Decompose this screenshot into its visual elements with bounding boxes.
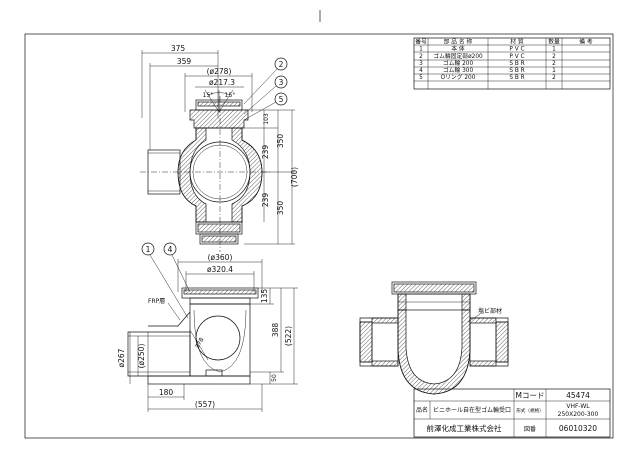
bottom-view: (ø360) ø320.4 378 FRP層 ø267 (ø250) bbox=[117, 242, 298, 412]
angle-15-right: 15° bbox=[225, 92, 236, 99]
svg-text:5: 5 bbox=[279, 95, 284, 104]
parts-table: 番号 部 品 名 称 材 質 数量 備 考 1 本 体 P V C 1 2 ゴム… bbox=[413, 38, 611, 90]
title-block: Mコード 45474 品名 ビニホール自在型ゴム輪受口 形式（規格） VHF-W… bbox=[413, 388, 611, 438]
drawing-border bbox=[24, 33, 614, 439]
table-header-material: 材 質 bbox=[510, 38, 524, 46]
dim-522: (522) bbox=[284, 326, 293, 346]
svg-text:4: 4 bbox=[168, 245, 173, 254]
company-name: 前澤化成工業株式会社 bbox=[427, 423, 502, 433]
callout-1: 1 bbox=[141, 242, 189, 319]
dim-239-upper: 239 bbox=[261, 145, 270, 160]
model-value-1: VHF-WL bbox=[566, 403, 590, 410]
product-name-value: ビニホール自在型ゴム輪受口 bbox=[433, 406, 511, 414]
table-header-no: 番号 bbox=[415, 39, 427, 46]
callout-2: 2 bbox=[243, 57, 288, 105]
dim-350-lower: 350 bbox=[276, 201, 285, 216]
callout-3: 3 bbox=[243, 75, 288, 115]
svg-text:5: 5 bbox=[419, 75, 423, 81]
mcode-value: 45474 bbox=[566, 391, 590, 400]
svg-text:ゴム輪固定部ø200: ゴム輪固定部ø200 bbox=[433, 52, 483, 60]
svg-text:2: 2 bbox=[279, 60, 284, 69]
dim-r378: 378 bbox=[194, 336, 206, 350]
dim-180: 180 bbox=[159, 388, 174, 397]
dim-375: 375 bbox=[171, 44, 186, 53]
product-name-label: 品名 bbox=[416, 406, 428, 414]
svg-text:2: 2 bbox=[419, 54, 423, 60]
dim-d217: ø217.3 bbox=[209, 78, 235, 87]
svg-text:1: 1 bbox=[552, 47, 556, 53]
dim-50: 50 bbox=[271, 374, 278, 382]
dim-d320: ø320.4 bbox=[207, 265, 233, 274]
dim-700: (700) bbox=[290, 167, 299, 187]
dim-d267: ø267 bbox=[117, 348, 126, 367]
table-header-note: 備 考 bbox=[579, 38, 593, 46]
svg-text:1: 1 bbox=[552, 68, 556, 74]
svg-text:ゴム輪 200: ゴム輪 200 bbox=[443, 59, 474, 67]
dim-557: (557) bbox=[195, 400, 215, 409]
svg-text:1: 1 bbox=[419, 47, 423, 53]
dim-359: 359 bbox=[177, 57, 192, 66]
svg-text:3: 3 bbox=[419, 61, 423, 67]
dim-388: 388 bbox=[271, 323, 280, 338]
callout-4: 4 bbox=[163, 242, 191, 293]
callout-5: 5 bbox=[243, 92, 288, 121]
svg-text:ゴム輪 300: ゴム輪 300 bbox=[443, 66, 474, 74]
section-view: 塩ビ部材 bbox=[359, 281, 509, 395]
table-row: 4 ゴム輪 300 S B R 1 bbox=[419, 66, 556, 74]
frp-layer-label: FRP層 bbox=[148, 298, 165, 305]
svg-text:P V C: P V C bbox=[509, 47, 524, 53]
dim-d250: (ø250) bbox=[137, 344, 146, 369]
svg-text:2: 2 bbox=[552, 61, 556, 67]
table-header-qty: 数量 bbox=[548, 38, 560, 46]
mcode-label: Mコード bbox=[516, 391, 545, 400]
svg-text:S B R: S B R bbox=[509, 75, 524, 81]
svg-text:S B R: S B R bbox=[509, 68, 524, 74]
table-header-name: 部 品 名 称 bbox=[444, 38, 473, 46]
top-view: 375 359 (ø278) ø217.3 15° 15° bbox=[140, 44, 299, 252]
drawing-no-value: 06010320 bbox=[559, 424, 597, 433]
model-value-2: 250X200-300 bbox=[558, 411, 599, 418]
table-row: 3 ゴム輪 200 S B R 2 bbox=[419, 59, 556, 67]
pvc-part-label: 塩ビ部材 bbox=[478, 307, 502, 315]
svg-text:4: 4 bbox=[419, 68, 423, 74]
svg-text:2: 2 bbox=[552, 75, 556, 81]
svg-text:Oリング 200: Oリング 200 bbox=[441, 73, 476, 81]
dim-d360: (ø360) bbox=[208, 253, 233, 262]
svg-text:P V C: P V C bbox=[509, 54, 524, 60]
dim-350-upper: 350 bbox=[276, 134, 285, 149]
dim-239-lower: 239 bbox=[261, 193, 270, 208]
table-row: 2 ゴム輪固定部ø200 P V C 2 bbox=[419, 52, 556, 60]
svg-text:本 体: 本 体 bbox=[451, 45, 465, 53]
dim-103: 103 bbox=[263, 113, 270, 125]
angle-15-left: 15° bbox=[203, 92, 214, 99]
table-row: 1 本 体 P V C 1 bbox=[419, 45, 556, 53]
model-label: 形式（規格） bbox=[516, 407, 544, 414]
svg-text:S B R: S B R bbox=[509, 61, 524, 67]
dim-135: 135 bbox=[260, 289, 269, 304]
table-row: 5 Oリング 200 S B R 2 bbox=[419, 73, 556, 81]
dim-d278: (ø278) bbox=[207, 67, 232, 76]
svg-text:2: 2 bbox=[552, 54, 556, 60]
drawing-no-label: 図番 bbox=[524, 426, 536, 433]
svg-text:1: 1 bbox=[146, 245, 151, 254]
svg-text:3: 3 bbox=[279, 78, 284, 87]
